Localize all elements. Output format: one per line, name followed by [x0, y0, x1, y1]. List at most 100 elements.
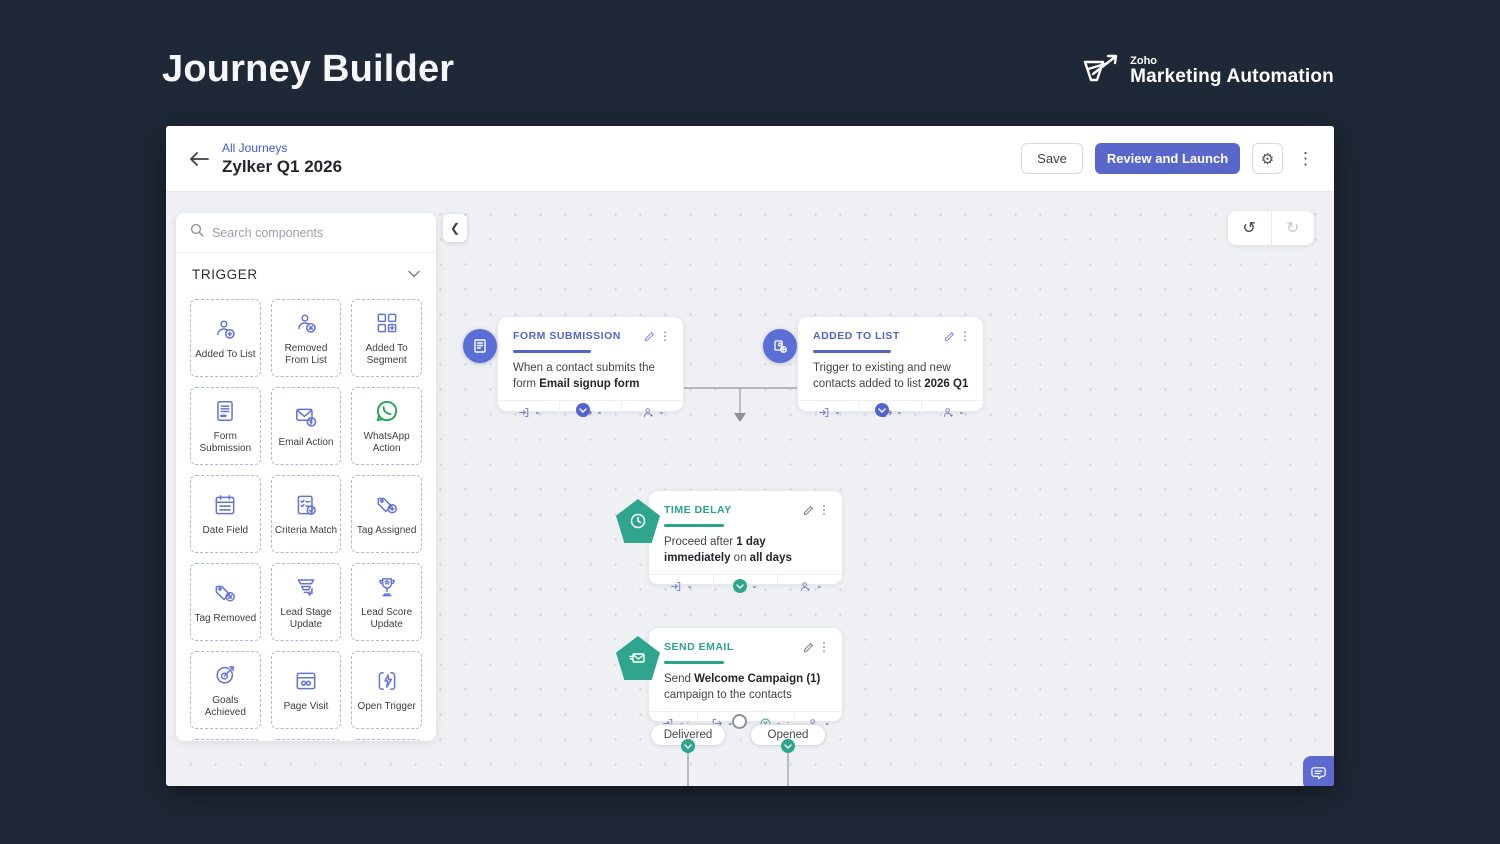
- component-tag-assigned[interactable]: Tag Assigned: [351, 475, 422, 553]
- breadcrumb[interactable]: All Journeys: [222, 140, 288, 155]
- trophy-icon: [374, 573, 400, 601]
- whatsapp-icon: [374, 397, 400, 425]
- node-time-delay[interactable]: TIME DELAY ⋮ Proceed after 1 day immedia…: [648, 490, 843, 599]
- browser-window-icon: [293, 667, 319, 695]
- component-search: [176, 213, 436, 253]
- node-send-email[interactable]: SEND EMAIL ⋮ Send Welcome Campaign (1) c…: [648, 627, 843, 736]
- brand-company: Zoho: [1130, 55, 1158, 67]
- add-step-connector[interactable]: [681, 739, 695, 753]
- tag-remove-icon: [212, 579, 238, 607]
- component-tag-removed[interactable]: Tag Removed: [190, 563, 261, 641]
- add-step-connector[interactable]: [733, 579, 747, 593]
- sidebar-collapse-button[interactable]: ❮: [443, 214, 467, 242]
- edit-pencil-icon[interactable]: [800, 639, 816, 655]
- journey-canvas[interactable]: TRIGGER Added To List: [166, 192, 1334, 786]
- component-form-submission[interactable]: Form Submission: [190, 387, 261, 465]
- tag-add-icon: [374, 491, 400, 519]
- funnel-update-icon: [293, 573, 319, 601]
- node-title: ADDED TO LIST: [813, 330, 900, 342]
- entered-count[interactable]: -: [649, 575, 714, 599]
- chevron-down-icon: [408, 265, 420, 283]
- search-input[interactable]: [212, 225, 422, 240]
- exited-count[interactable]: -: [560, 401, 622, 425]
- search-icon: [190, 223, 204, 242]
- edit-pencil-icon[interactable]: [641, 328, 657, 344]
- node-added-to-list[interactable]: ADDED TO LIST ⋮ Trigger to existing and …: [797, 316, 984, 425]
- contacts-count[interactable]: -: [622, 401, 683, 424]
- back-button[interactable]: [184, 144, 214, 174]
- trigger-section-header[interactable]: TRIGGER: [176, 253, 436, 289]
- component-lead-stage-update[interactable]: Lead Stage Update: [270, 563, 342, 641]
- contacts-count[interactable]: -: [922, 401, 983, 424]
- component-partial[interactable]: [270, 739, 342, 741]
- component-goals-achieved[interactable]: Goals Achieved: [190, 651, 261, 729]
- node-title: FORM SUBMISSION: [513, 330, 621, 342]
- component-partial[interactable]: [190, 739, 261, 741]
- entered-count[interactable]: -: [498, 401, 560, 425]
- calendar-icon: [212, 491, 238, 519]
- component-removed-from-list[interactable]: Removed From List: [270, 299, 342, 377]
- component-tile-grid: Added To List Removed From List: [176, 289, 436, 741]
- component-label: Date Field: [202, 524, 249, 536]
- node-stats: - - -: [798, 400, 983, 425]
- journey-title: Zylker Q1 2026: [222, 156, 343, 176]
- branch-delivered[interactable]: Delivered: [650, 724, 726, 746]
- component-label: Lead Score Update: [361, 606, 413, 631]
- component-partial[interactable]: [351, 739, 422, 741]
- component-added-to-list[interactable]: Added To List: [190, 299, 261, 377]
- component-label: Open Trigger: [357, 700, 416, 712]
- branch-connector[interactable]: [732, 714, 747, 729]
- component-label: Removed From List: [284, 342, 328, 367]
- save-button[interactable]: Save: [1021, 143, 1083, 174]
- add-step-connector[interactable]: [781, 739, 795, 753]
- component-label: Criteria Match: [274, 524, 338, 536]
- component-label: Lead Stage Update: [280, 606, 332, 631]
- exited-count[interactable]: -: [860, 401, 922, 425]
- entered-count[interactable]: -: [798, 401, 860, 425]
- node-form-submission[interactable]: FORM SUBMISSION ⋮ When a contact submits…: [497, 316, 684, 425]
- component-email-action[interactable]: Email Action: [270, 387, 342, 465]
- page-title: Journey Builder: [162, 48, 455, 90]
- window-header: All Journeys Zylker Q1 2026 Save Review …: [166, 126, 1334, 192]
- component-date-field[interactable]: Date Field: [190, 475, 261, 553]
- component-added-to-segment[interactable]: Added To Segment: [351, 299, 422, 377]
- component-lead-score-update[interactable]: Lead Score Update: [351, 563, 422, 641]
- node-stats: - - -: [498, 400, 683, 425]
- contacts-count[interactable]: -: [778, 575, 842, 598]
- edit-pencil-icon[interactable]: [800, 502, 816, 518]
- chat-support-tab[interactable]: [1303, 756, 1334, 786]
- segment-add-icon: [374, 309, 400, 337]
- add-step-connector[interactable]: [576, 403, 590, 417]
- undo-button[interactable]: ↺: [1228, 211, 1272, 245]
- node-description: When a contact submits the form Email si…: [513, 362, 655, 391]
- review-and-launch-button[interactable]: Review and Launch: [1095, 143, 1240, 174]
- history-controls: ↺ ↻: [1228, 211, 1314, 245]
- redo-button[interactable]: ↻: [1286, 220, 1300, 237]
- more-options-kebab[interactable]: ⋮: [1297, 148, 1314, 168]
- add-step-connector[interactable]: [875, 403, 889, 417]
- node-kebab-icon[interactable]: ⋮: [818, 503, 830, 517]
- branch-opened[interactable]: Opened: [750, 724, 826, 746]
- component-criteria-match[interactable]: Criteria Match: [270, 475, 342, 553]
- added-to-list-badge-icon: [763, 329, 797, 363]
- component-whatsapp-action[interactable]: WhatsApp Action: [351, 387, 422, 465]
- node-kebab-icon[interactable]: ⋮: [818, 640, 830, 654]
- node-kebab-icon[interactable]: ⋮: [659, 329, 671, 343]
- component-label: WhatsApp Action: [363, 430, 410, 455]
- node-description: Send Welcome Campaign (1) campaign to th…: [664, 673, 821, 702]
- brand-product: Marketing Automation: [1130, 66, 1334, 88]
- node-description: Trigger to existing and new contacts add…: [813, 362, 969, 391]
- component-open-trigger[interactable]: Open Trigger: [351, 651, 422, 729]
- settings-gear-button[interactable]: ⚙: [1252, 143, 1283, 174]
- list-person-remove-icon: [293, 309, 319, 337]
- edit-pencil-icon[interactable]: [941, 328, 957, 344]
- component-label: Form Submission: [199, 430, 252, 455]
- component-label: Page Visit: [283, 700, 329, 712]
- component-page-visit[interactable]: Page Visit: [270, 651, 342, 729]
- zoho-funnel-icon: [1081, 50, 1121, 93]
- node-kebab-icon[interactable]: ⋮: [959, 329, 971, 343]
- component-label: Goals Achieved: [204, 694, 246, 719]
- email-bolt-icon: [293, 403, 319, 431]
- form-submission-badge-icon: [463, 329, 497, 363]
- trigger-section-title: TRIGGER: [192, 266, 258, 282]
